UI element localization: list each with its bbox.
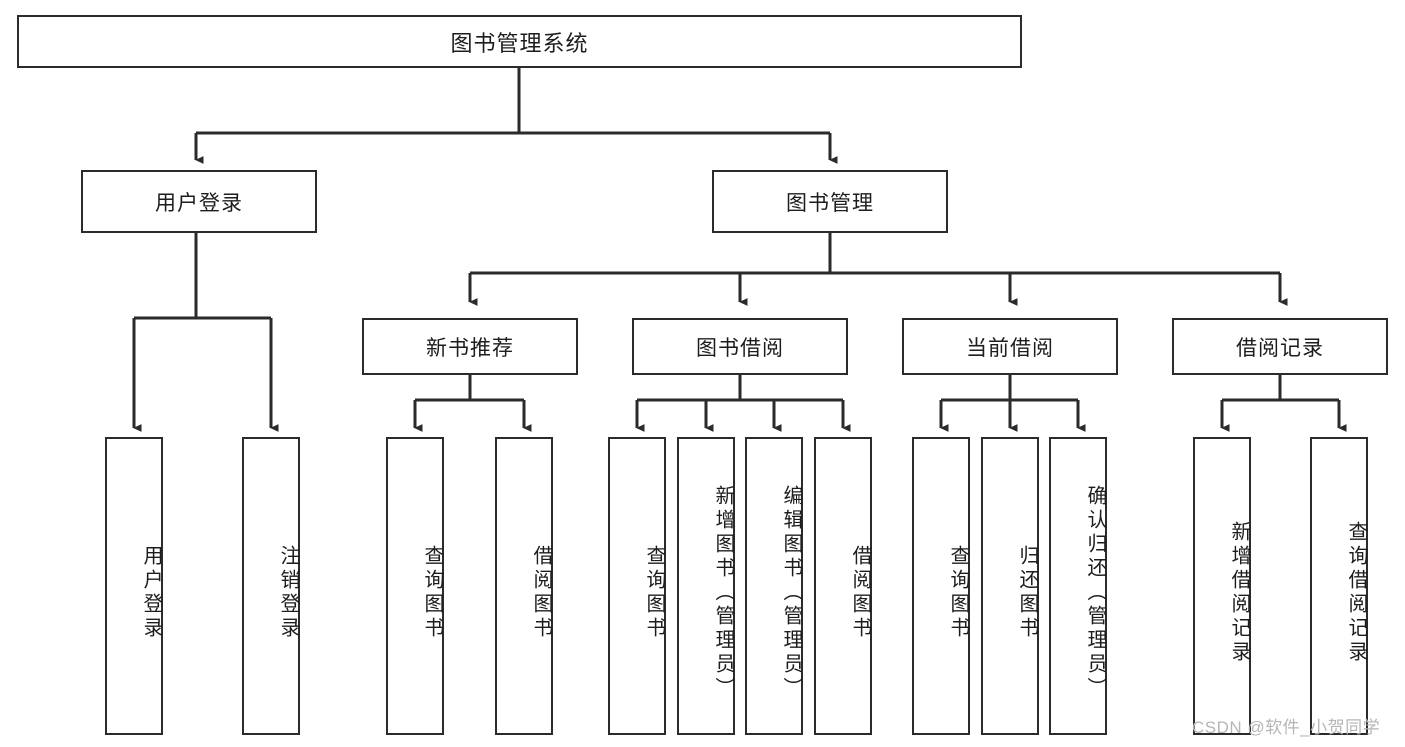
leaf-add-book-admin[interactable]: 新增图书（管理员） xyxy=(677,437,735,735)
leaf-query-book-current[interactable]: 查询图书 xyxy=(912,437,970,735)
leaf-borrow-book[interactable]: 借阅图书 xyxy=(814,437,872,735)
watermark-credit: CSDN @软件_小贺同学 xyxy=(1192,718,1381,737)
leaf-confirm-return-admin[interactable]: 确认归还（管理员） xyxy=(1049,437,1107,735)
leaf-edit-book-admin[interactable]: 编辑图书（管理员） xyxy=(745,437,803,735)
leaf-borrow-book-rec[interactable]: 借阅图书 xyxy=(495,437,553,735)
leaf-add-borrow-record[interactable]: 新增借阅记录 xyxy=(1193,437,1251,735)
leaf-query-borrow-record[interactable]: 查询借阅记录 xyxy=(1310,437,1368,735)
node-current-borrow[interactable]: 当前借阅 xyxy=(902,318,1118,375)
node-book-manage[interactable]: 图书管理 xyxy=(712,170,948,233)
node-user-login[interactable]: 用户登录 xyxy=(81,170,317,233)
leaf-query-book-rec[interactable]: 查询图书 xyxy=(386,437,444,735)
leaf-query-book-borrow[interactable]: 查询图书 xyxy=(608,437,666,735)
node-root-system[interactable]: 图书管理系统 xyxy=(17,15,1022,68)
node-new-book-rec[interactable]: 新书推荐 xyxy=(362,318,578,375)
leaf-logout-login[interactable]: 注销登录 xyxy=(242,437,300,735)
node-borrow-record[interactable]: 借阅记录 xyxy=(1172,318,1388,375)
leaf-return-book[interactable]: 归还图书 xyxy=(981,437,1039,735)
leaf-user-login[interactable]: 用户登录 xyxy=(105,437,163,735)
node-book-borrow[interactable]: 图书借阅 xyxy=(632,318,848,375)
